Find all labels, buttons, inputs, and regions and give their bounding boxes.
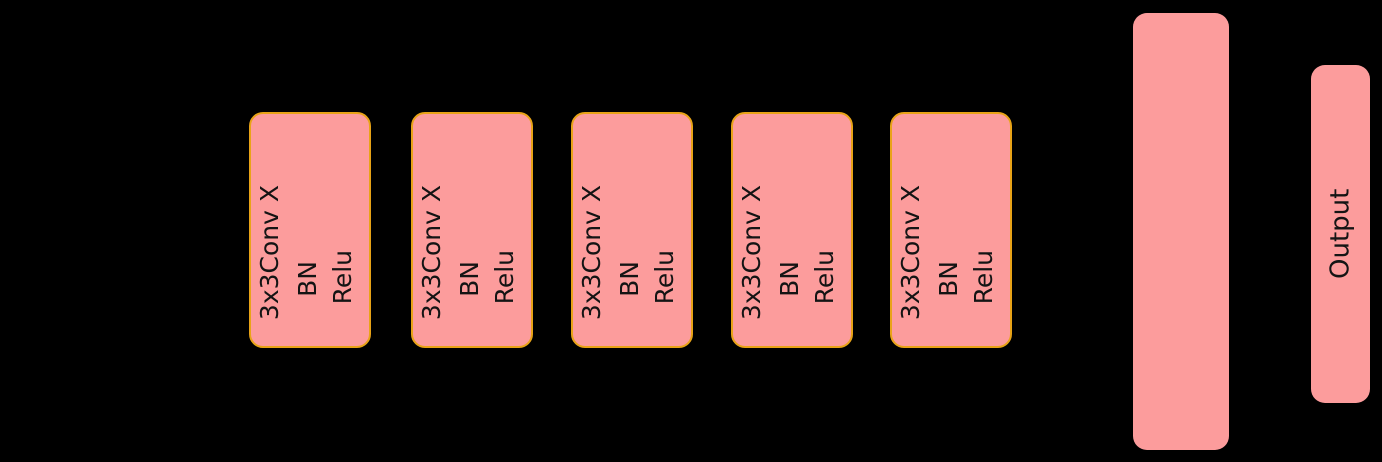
conv-block-3[interactable]: 3x3Conv X BN Relu xyxy=(571,112,693,348)
conv-block-4-conv-label: 3x3Conv X xyxy=(737,184,766,320)
conv-block-5[interactable]: 3x3Conv X BN Relu xyxy=(890,112,1012,348)
output-block[interactable]: Output xyxy=(1311,65,1370,403)
conv-block-3-relu-label: Relu xyxy=(650,249,679,304)
conv-block-1-bn-label: BN xyxy=(293,261,322,297)
conv-block-1-relu-label: Relu xyxy=(328,249,357,304)
conv-block-4[interactable]: 3x3Conv X BN Relu xyxy=(731,112,853,348)
conv-block-2-conv-label: 3x3Conv X xyxy=(417,184,446,320)
conv-block-2-bn-label: BN xyxy=(455,261,484,297)
conv-block-1[interactable]: 3x3Conv X BN Relu xyxy=(249,112,371,348)
conv-block-5-bn-label: BN xyxy=(934,261,963,297)
conv-block-2[interactable]: 3x3Conv X BN Relu xyxy=(411,112,533,348)
conv-block-5-relu-label: Relu xyxy=(969,249,998,304)
conv-block-3-bn-label: BN xyxy=(615,261,644,297)
conv-block-4-relu-label: Relu xyxy=(810,249,839,304)
conv-block-3-conv-label: 3x3Conv X xyxy=(577,184,606,320)
conv-block-5-conv-label: 3x3Conv X xyxy=(896,184,925,320)
conv-block-1-conv-label: 3x3Conv X xyxy=(255,184,284,320)
feature-block[interactable] xyxy=(1133,13,1229,450)
conv-block-2-relu-label: Relu xyxy=(490,249,519,304)
output-block-label: Output xyxy=(1325,188,1356,280)
conv-block-4-bn-label: BN xyxy=(775,261,804,297)
